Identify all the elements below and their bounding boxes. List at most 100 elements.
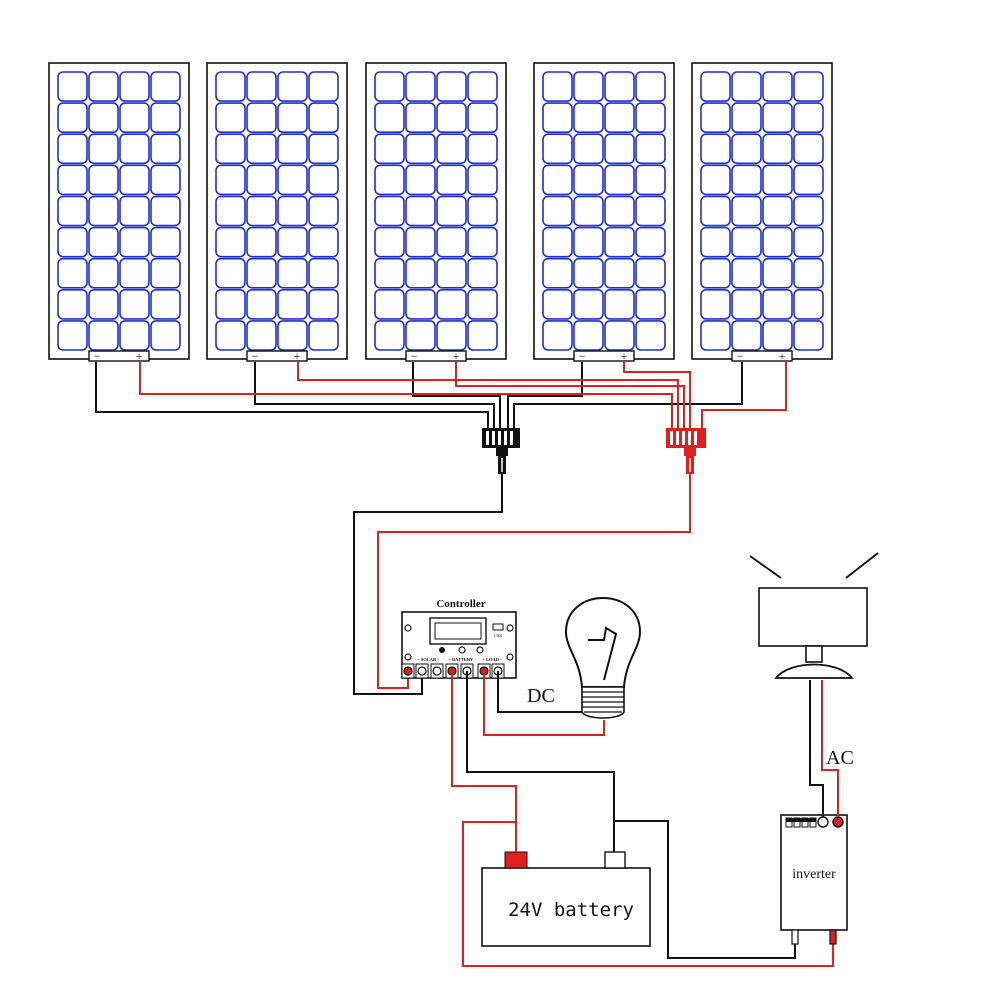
solar-cell — [150, 226, 181, 258]
negative-branch-connector — [482, 428, 520, 474]
solar-cell — [405, 133, 436, 165]
solar-cell — [374, 288, 405, 320]
solar-cell — [762, 71, 793, 102]
solar-cell — [731, 195, 762, 227]
solar-cell — [277, 257, 308, 289]
junction-box — [731, 350, 793, 362]
neg-wire-panel-5 — [513, 362, 743, 428]
pos-wire-panel-4 — [623, 362, 691, 428]
solar-cell — [246, 164, 277, 196]
controller-battery-label: + BATTERY - — [448, 657, 476, 662]
solar-cell — [119, 164, 150, 196]
solar-cell — [635, 133, 666, 165]
ac-wire-line — [821, 680, 839, 817]
battery-negative-terminal — [604, 851, 626, 869]
solar-cell — [635, 71, 666, 102]
solar-panel: −+ — [48, 62, 190, 363]
tv-antenna-right — [845, 552, 879, 579]
solar-cell — [700, 164, 731, 196]
solar-cell — [277, 164, 308, 196]
solar-cell — [573, 257, 604, 289]
light-bulb-icon — [564, 596, 642, 719]
panel-plus-label: + — [136, 349, 143, 363]
charge-controller: Controller USB + SOLAR - + BATTERY - + L… — [401, 598, 517, 679]
solar-cell — [150, 71, 181, 102]
controller-battery-positive — [451, 671, 517, 852]
solar-cell — [604, 226, 635, 258]
solar-cell — [308, 288, 339, 320]
solar-cell — [308, 320, 339, 351]
solar-cell — [573, 320, 604, 351]
solar-cell — [150, 102, 181, 134]
inverter: inverter — [780, 814, 848, 945]
solar-cell — [573, 133, 604, 165]
solar-cell — [793, 226, 824, 258]
solar-cell — [542, 195, 573, 227]
solar-cell — [700, 71, 731, 102]
solar-cell — [215, 288, 246, 320]
solar-cell — [88, 320, 119, 351]
solar-cell — [246, 102, 277, 134]
panel-minus-label: − — [94, 349, 101, 363]
tv-screen — [758, 587, 868, 647]
solar-cell — [119, 102, 150, 134]
solar-cell — [635, 164, 666, 196]
solar-cell — [762, 133, 793, 165]
solar-cell — [215, 257, 246, 289]
solar-cell — [246, 71, 277, 102]
solar-cell — [604, 288, 635, 320]
solar-cell — [700, 195, 731, 227]
solar-cell — [88, 133, 119, 165]
tv-base — [774, 663, 854, 679]
solar-cell — [793, 133, 824, 165]
solar-cell — [57, 320, 88, 351]
solar-cell — [374, 133, 405, 165]
solar-cell — [405, 320, 436, 351]
solar-cell — [119, 195, 150, 227]
inverter-label: inverter — [792, 867, 836, 882]
solar-cell — [405, 226, 436, 258]
inverter-ac-line-terminal — [832, 816, 844, 828]
solar-cell — [57, 71, 88, 102]
solar-cell — [150, 195, 181, 227]
solar-cell — [467, 257, 498, 289]
solar-cell — [405, 195, 436, 227]
solar-cell — [150, 164, 181, 196]
solar-cell — [246, 226, 277, 258]
solar-cell — [308, 164, 339, 196]
panel-plus-label: + — [621, 349, 628, 363]
junction-box — [573, 350, 635, 362]
inverter-body — [780, 814, 848, 931]
tv-antenna-left — [749, 555, 782, 579]
solar-cell — [542, 257, 573, 289]
solar-cell — [635, 226, 666, 258]
solar-cell — [405, 288, 436, 320]
ac-label: AC — [826, 747, 854, 769]
solar-cell — [793, 195, 824, 227]
solar-cell — [604, 133, 635, 165]
solar-cell — [604, 71, 635, 102]
panel-minus-label: − — [737, 349, 744, 363]
solar-cell — [277, 320, 308, 351]
battery-body — [481, 867, 651, 947]
solar-cell — [467, 320, 498, 351]
solar-cell — [467, 164, 498, 196]
solar-cell — [374, 320, 405, 351]
solar-cell — [436, 133, 467, 165]
solar-cell — [635, 257, 666, 289]
inverter-dc-negative-terminal — [791, 929, 799, 945]
solar-cell — [731, 71, 762, 102]
solar-cell — [635, 195, 666, 227]
panel-plus-label: + — [779, 349, 786, 363]
solar-cell — [573, 71, 604, 102]
solar-cell — [308, 257, 339, 289]
solar-cell — [467, 102, 498, 134]
solar-cell — [467, 226, 498, 258]
array-positive-to-controller — [377, 474, 691, 689]
controller-button-2 — [458, 646, 466, 654]
solar-cell — [762, 164, 793, 196]
solar-cell — [700, 102, 731, 134]
solar-cell — [436, 288, 467, 320]
solar-cell — [150, 288, 181, 320]
